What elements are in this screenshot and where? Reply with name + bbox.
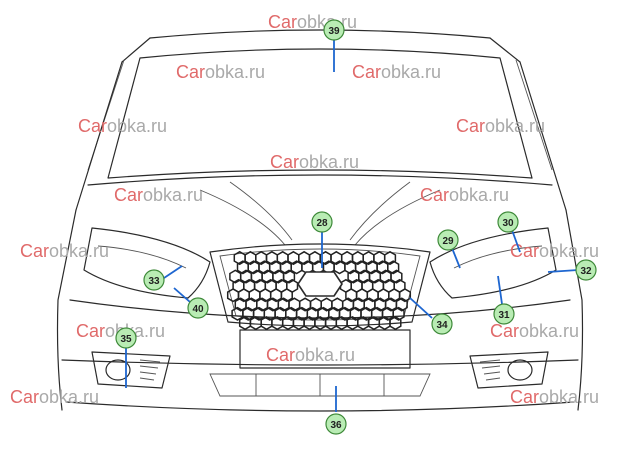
grille-cell	[395, 297, 408, 312]
grille-mesh	[226, 250, 412, 331]
callout-34: 34	[431, 313, 453, 335]
grille-frame	[209, 243, 431, 327]
grille-cell	[383, 250, 397, 266]
license-plate	[239, 329, 411, 369]
watermark: Carobka.ru	[78, 116, 167, 136]
watermark: Carobka.ru	[76, 321, 165, 341]
leader-29	[451, 247, 461, 269]
watermark: Carobka.ru	[456, 116, 545, 136]
watermark: Carobka.ru	[490, 321, 579, 341]
callouts: 39 28 29 30 32 33 40 34 31 35 36	[115, 19, 597, 435]
leader-30	[511, 229, 521, 253]
svg-text:34: 34	[436, 320, 448, 331]
watermark: Carobka.ru	[420, 185, 509, 205]
right-fog-light	[469, 351, 549, 389]
svg-text:32: 32	[580, 266, 592, 277]
callout-30: 30	[497, 211, 519, 233]
right-headlight	[429, 227, 557, 299]
callout-40: 40	[187, 297, 209, 319]
leader-40	[173, 287, 191, 303]
watermark: Carobka.ru	[266, 345, 355, 365]
svg-text:28: 28	[316, 218, 328, 229]
watermark: Carobka.ru	[270, 152, 359, 172]
leader-32	[547, 269, 579, 273]
svg-text:36: 36	[330, 420, 342, 431]
svg-text:33: 33	[148, 276, 160, 287]
callout-29: 29	[437, 229, 459, 251]
grille-cell	[392, 306, 405, 321]
callout-35: 35	[115, 327, 137, 349]
svg-text:40: 40	[192, 304, 204, 315]
brand-emblem	[297, 271, 343, 297]
watermark: Carobka.ru	[176, 62, 265, 82]
callout-36: 36	[325, 413, 347, 435]
callout-39: 39	[323, 19, 345, 41]
grille-cell	[226, 288, 240, 303]
hood	[87, 174, 553, 186]
svg-text:35: 35	[120, 334, 132, 345]
watermark: Carobka.ru	[10, 387, 99, 407]
callout-32: 32	[575, 259, 597, 281]
callout-31: 31	[493, 303, 515, 325]
windshield	[107, 48, 533, 179]
left-headlight	[83, 227, 211, 299]
left-fog-light	[91, 351, 171, 389]
leader-lines	[125, 36, 579, 412]
leader-31	[497, 275, 503, 305]
watermark: Carobka.ru	[510, 387, 599, 407]
svg-text:30: 30	[502, 218, 514, 229]
grille-cell	[390, 269, 403, 284]
callout-33: 33	[143, 269, 165, 291]
watermark: Carobka.ru	[510, 241, 599, 261]
watermark: Carobka.ru	[20, 241, 109, 261]
svg-text:29: 29	[442, 236, 454, 247]
svg-text:31: 31	[498, 310, 510, 321]
callout-28: 28	[311, 211, 333, 233]
svg-text:39: 39	[328, 26, 340, 37]
leader-34	[409, 297, 433, 319]
watermark: Carobka.ru	[352, 62, 441, 82]
leader-33	[163, 265, 183, 279]
grille-cell	[280, 288, 293, 303]
grille-cell	[387, 260, 400, 275]
grille-cell	[389, 316, 402, 331]
watermark: Carobka.ru	[114, 185, 203, 205]
grille-cell	[282, 269, 296, 284]
